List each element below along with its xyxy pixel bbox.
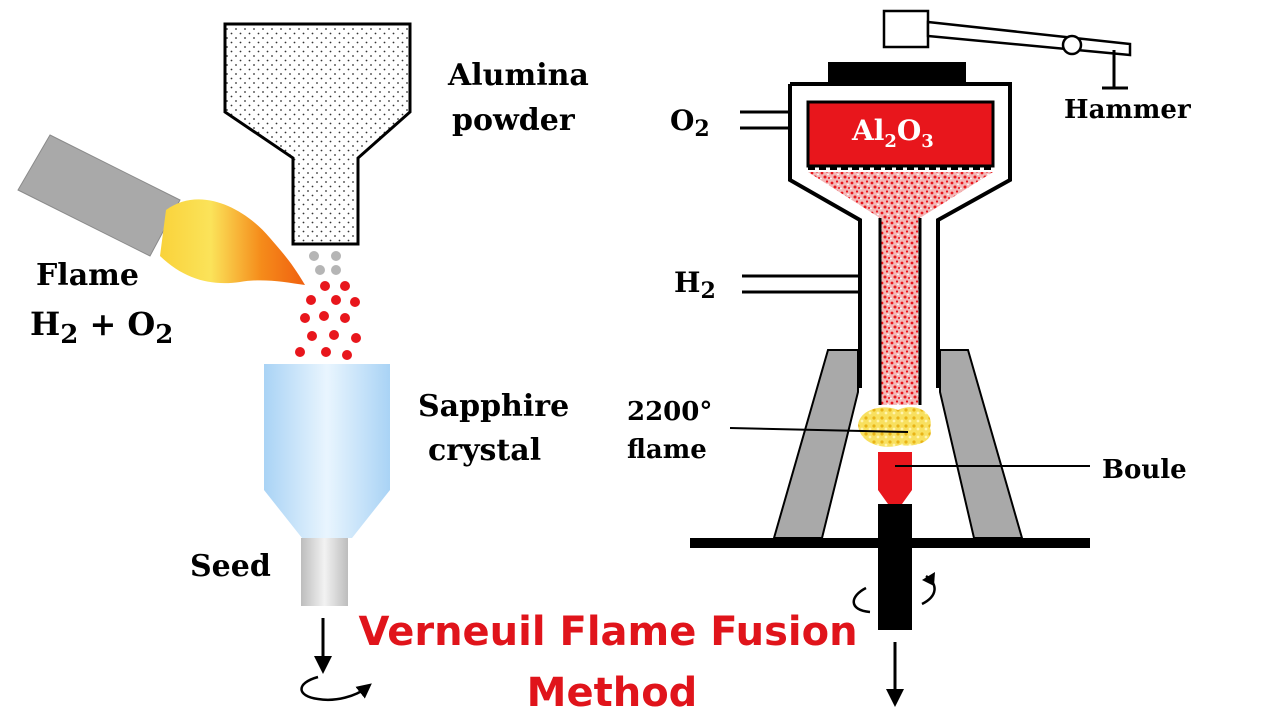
hydrogen-label: H2	[674, 266, 716, 304]
hammer-arm	[926, 20, 1132, 57]
sapphire-label-line1: Sapphire	[418, 389, 569, 424]
alumina-label-line2: powder	[452, 103, 576, 138]
title-line1: Verneuil Flame Fusion	[358, 609, 857, 655]
chamber-formula: Al2O3	[851, 114, 934, 152]
powder-particles-grey	[309, 251, 341, 275]
title-line2: Method	[527, 670, 698, 716]
alumina-chamber	[806, 100, 995, 168]
left-diagram: Alumina powder Flame H2 + O2 Sapphire cr…	[17, 22, 589, 701]
flame-label: Flame	[36, 258, 139, 293]
sapphire-label-line2: crystal	[428, 433, 541, 468]
flame-temp-label-line1: 2200°	[627, 397, 712, 427]
flame-temp-label-line2: flame	[627, 435, 707, 465]
boule	[878, 452, 912, 504]
boule-label: Boule	[1102, 455, 1187, 485]
torch-flame	[160, 199, 305, 285]
alumina-label-line1: Alumina	[447, 58, 589, 93]
pedestal-rotation-arrowhead	[922, 572, 935, 586]
molten-droplets	[295, 281, 361, 360]
right-diagram: Al2O3 O2 H2 Hammer 2200° flame Boule	[627, 9, 1191, 707]
furnace-wall-left	[772, 349, 859, 539]
furnace-wall-right	[939, 349, 1024, 539]
pedestal	[878, 504, 912, 630]
seed-rod	[301, 538, 348, 606]
hammer-head	[882, 9, 930, 49]
hammer-label: Hammer	[1064, 95, 1191, 125]
torch-body	[17, 134, 181, 257]
flame-formula: H2 + O2	[30, 305, 173, 350]
hammer-pivot	[1061, 34, 1083, 56]
seed-label: Seed	[190, 549, 271, 584]
sapphire-crystal	[264, 364, 390, 538]
flame-leader-line	[729, 427, 909, 433]
seed-rotation-arrow	[300, 675, 372, 701]
chamber-outer-wall	[788, 82, 1012, 388]
oxygen-label: O2	[670, 104, 710, 142]
furnace-flame	[858, 407, 931, 447]
powder-funnel	[808, 172, 993, 405]
powder-hopper	[223, 22, 412, 246]
chamber-lid	[828, 62, 966, 84]
